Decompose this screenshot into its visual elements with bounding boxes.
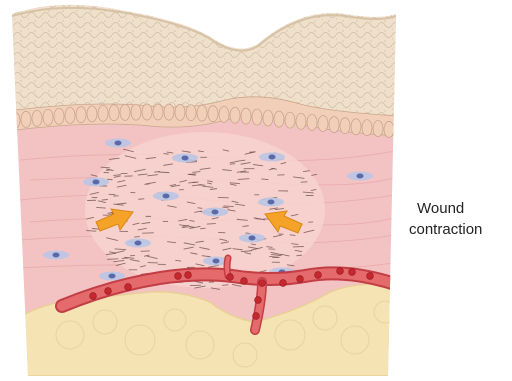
fibroblast-icon xyxy=(153,192,179,201)
fibroblast-icon xyxy=(239,234,265,243)
label-line-1: Wound xyxy=(417,200,464,217)
fibroblast-icon xyxy=(202,208,228,217)
fibroblast-icon xyxy=(105,139,131,148)
label-line-2: contraction xyxy=(409,221,512,238)
fibroblast-icon xyxy=(172,154,198,163)
fibroblast-icon xyxy=(125,239,151,248)
fibroblast-icon xyxy=(83,178,109,187)
fibroblast-icon xyxy=(43,251,69,260)
fibroblast-icon xyxy=(258,198,284,207)
fibroblast-icon xyxy=(259,153,285,162)
fibroblast-icon xyxy=(347,172,373,181)
